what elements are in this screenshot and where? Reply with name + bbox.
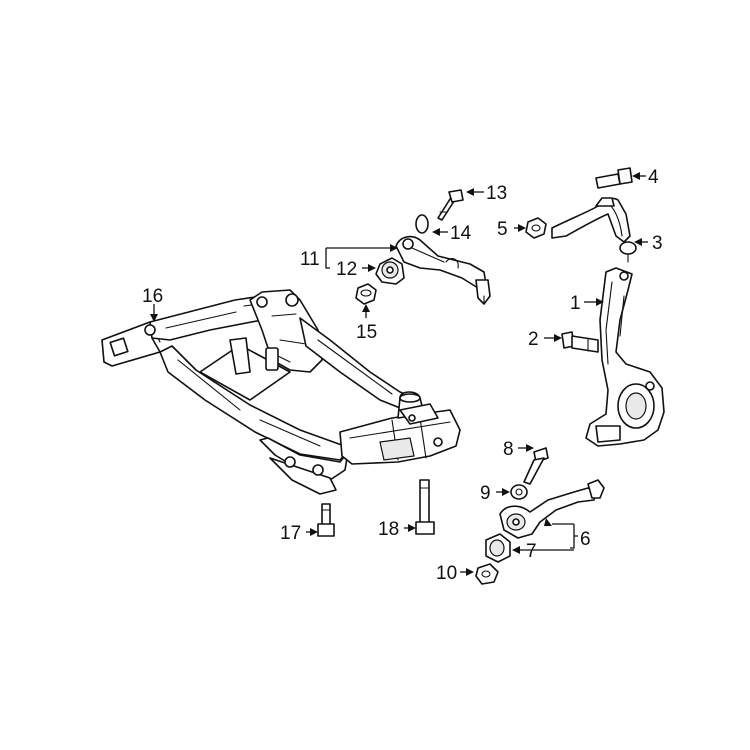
knuckle-bolt-drawing [561, 331, 599, 353]
upper-control-arm-drawing [551, 197, 637, 263]
lower-arm-nut-drawing [475, 563, 499, 585]
lower-arm-bushing-drawing [485, 533, 511, 563]
leader-lines [150, 172, 648, 576]
callout-11: 11 [300, 249, 320, 270]
lower-arm-bolt-drawing [523, 447, 549, 485]
callout-18: 18 [378, 519, 399, 540]
callout-1: 1 [570, 293, 581, 314]
cradle-front-bolt-drawing [317, 503, 335, 537]
steering-knuckle-drawing [585, 267, 665, 447]
callout-7: 7 [526, 541, 537, 562]
strut-nut-drawing [355, 283, 377, 305]
upper-arm-bolt-drawing [595, 167, 633, 189]
callout-13: 13 [486, 183, 507, 204]
upper-arm-nut-drawing [525, 217, 547, 239]
callout-4: 4 [648, 167, 659, 188]
engine-cradle-drawing [101, 289, 461, 495]
callout-17: 17 [280, 523, 301, 544]
callout-15: 15 [356, 322, 377, 343]
callout-3: 3 [652, 233, 663, 254]
callout-10: 10 [436, 563, 457, 584]
tension-strut-drawing [375, 235, 491, 305]
lower-arm-washer-drawing [510, 484, 528, 500]
callout-labels: 1 2 3 4 5 6 7 8 9 10 11 12 13 14 15 16 1… [142, 167, 663, 584]
callout-2: 2 [528, 329, 539, 350]
lower-control-arm-drawing [499, 479, 605, 539]
callout-6: 6 [580, 529, 591, 550]
cradle-rear-bolt-drawing [415, 479, 435, 535]
callout-16: 16 [142, 286, 163, 307]
strut-washer-drawing [415, 214, 429, 234]
callout-9: 9 [480, 483, 491, 504]
callout-14: 14 [450, 223, 472, 244]
callout-12: 12 [336, 259, 357, 280]
callout-5: 5 [497, 219, 508, 240]
strut-bolt-drawing [437, 189, 464, 221]
callout-8: 8 [503, 439, 514, 460]
